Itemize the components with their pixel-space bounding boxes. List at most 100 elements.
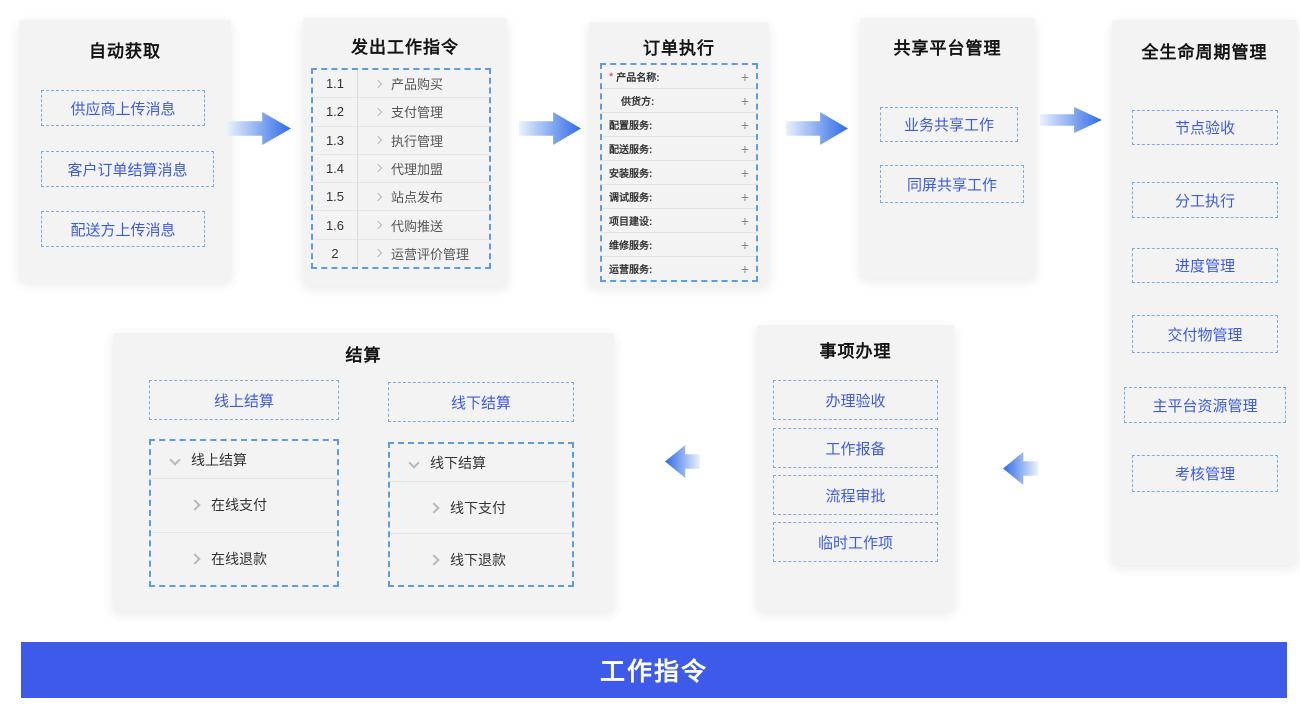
form-field-row: 调试服务: + (602, 185, 756, 209)
plus-icon[interactable]: + (740, 116, 749, 133)
row-label: 运营评价管理 (391, 246, 470, 262)
plus-icon[interactable]: + (740, 164, 749, 181)
form-field-row: 维修服务: + (602, 233, 756, 257)
panel-title-order-execution: 订单执行 (643, 39, 715, 58)
tree-node-online-settlement[interactable]: 线上结算 (151, 441, 337, 479)
chevron-right-icon (373, 249, 383, 258)
chevron-right-icon (373, 164, 383, 173)
row-label: 产品购买 (391, 77, 444, 93)
table-row[interactable]: 2 运营评价管理 (313, 239, 489, 267)
arrow-left-2 (1003, 452, 1038, 485)
button-supplier-upload-message[interactable]: 供应商上传消息 (41, 90, 205, 126)
panel-settlement: 结算 线上结算 线上结算 在线支付 在线退款 线下结算 线下结算 线下支付 线下… (113, 333, 614, 611)
panel-title-lifecycle: 全生命周期管理 (1141, 43, 1268, 62)
tree-node-label: 线上结算 (191, 451, 247, 468)
plus-icon[interactable]: + (740, 68, 749, 85)
chevron-right-icon (189, 553, 201, 565)
plus-icon[interactable]: + (740, 260, 749, 277)
tree-item-label: 在线退款 (211, 550, 267, 567)
button-offline-settlement[interactable]: 线下结算 (388, 382, 574, 422)
button-deliverer-upload-message[interactable]: 配送方上传消息 (41, 211, 205, 247)
panel-matters: 事项办理 办理验收 工作报备 流程审批 临时工作项 (757, 325, 954, 611)
tree-node-offline-settlement[interactable]: 线下结算 (390, 444, 572, 482)
plus-icon[interactable]: + (740, 212, 749, 229)
chevron-down-icon (169, 453, 181, 466)
table-row[interactable]: 1.3 执行管理 (313, 126, 489, 155)
row-label: 支付管理 (391, 105, 444, 121)
form-field-row: 供货方: + (602, 89, 756, 113)
tree-item-label: 在线支付 (211, 497, 267, 514)
chevron-right-icon (428, 501, 440, 514)
tree-item-online-refund[interactable]: 在线退款 (151, 533, 337, 586)
tree-item-offline-refund[interactable]: 线下退款 (390, 534, 572, 585)
table-row[interactable]: 1.4 代理加盟 (313, 154, 489, 184)
button-handle-acceptance[interactable]: 办理验收 (773, 380, 938, 420)
form-field-row: * 产品名称: + (602, 65, 756, 89)
button-business-share-work[interactable]: 业务共享工作 (880, 107, 1018, 142)
arrow-right-4 (1040, 107, 1102, 133)
work-order-table: 1.1 产品购买 1.2 支付管理 1.3 执行管理 1.4 代理加盟 1.5 … (311, 68, 491, 269)
row-number: 1.5 (313, 183, 358, 211)
panel-issue-orders: 发出工作指令 1.1 产品购买 1.2 支付管理 1.3 执行管理 1.4 代理… (303, 18, 507, 286)
row-number: 1.1 (313, 70, 358, 98)
row-number: 1.4 (313, 154, 358, 183)
button-customer-order-settle-message[interactable]: 客户订单结算消息 (41, 151, 214, 187)
order-form: * 产品名称: + 供货方: + 配置服务: + 配送服务: + 安装服务: +… (600, 63, 758, 282)
table-row[interactable]: 1.6 代购推送 (313, 211, 489, 240)
plus-icon[interactable]: + (740, 188, 749, 205)
field-label: 安装服务: (609, 169, 653, 180)
chevron-right-icon (373, 192, 383, 202)
field-label: 供货方: (621, 97, 655, 108)
panel-share-platform: 共享平台管理 业务共享工作 同屏共享工作 (860, 18, 1035, 278)
arrow-right-3 (786, 112, 848, 145)
row-number: 1.6 (313, 211, 358, 239)
row-number: 1.3 (313, 126, 358, 154)
plus-icon[interactable]: + (740, 140, 749, 157)
table-row[interactable]: 1.2 支付管理 (313, 98, 489, 127)
button-main-platform-resource-management[interactable]: 主平台资源管理 (1124, 387, 1286, 423)
chevron-right-icon (373, 135, 383, 145)
chevron-right-icon (373, 107, 383, 117)
offline-settlement-tree: 线下结算 线下支付 线下退款 (388, 442, 574, 587)
button-same-screen-share-work[interactable]: 同屏共享工作 (880, 165, 1024, 203)
tree-item-online-payment[interactable]: 在线支付 (151, 479, 337, 533)
tree-item-offline-payment[interactable]: 线下支付 (390, 482, 572, 534)
plus-icon[interactable]: + (740, 236, 749, 253)
table-row[interactable]: 1.5 站点发布 (313, 183, 489, 212)
panel-title-matters: 事项办理 (819, 342, 892, 361)
banner-label: 工作指令 (599, 658, 708, 686)
button-deliverable-management[interactable]: 交付物管理 (1132, 315, 1278, 353)
button-node-acceptance[interactable]: 节点验收 (1132, 110, 1278, 145)
button-temporary-work-item[interactable]: 临时工作项 (773, 522, 938, 562)
tree-node-label: 线下结算 (430, 454, 486, 471)
online-settlement-tree: 线上结算 在线支付 在线退款 (149, 439, 339, 587)
form-field-row: 项目建设: + (602, 209, 756, 233)
plus-icon[interactable]: + (740, 92, 749, 109)
panel-title-settlement: 结算 (345, 346, 382, 365)
tree-item-label: 线下支付 (450, 499, 506, 516)
panel-order-execution: 订单执行 * 产品名称: + 供货方: + 配置服务: + 配送服务: + 安装… (589, 22, 769, 286)
button-division-execution[interactable]: 分工执行 (1132, 182, 1278, 218)
table-row[interactable]: 1.1 产品购买 (313, 70, 489, 99)
form-field-row: 配送服务: + (602, 137, 756, 161)
row-number: 2 (313, 239, 358, 267)
row-label: 站点发布 (391, 190, 444, 206)
field-label: 配置服务: (609, 121, 653, 132)
button-online-settlement[interactable]: 线上结算 (149, 380, 339, 420)
row-number: 1.2 (313, 98, 358, 126)
button-progress-management[interactable]: 进度管理 (1132, 248, 1278, 283)
button-work-report[interactable]: 工作报备 (773, 428, 938, 468)
form-field-row: 配置服务: + (602, 113, 756, 137)
button-assessment-management[interactable]: 考核管理 (1132, 455, 1278, 492)
field-label: 配送服务: (609, 145, 653, 156)
button-process-approval[interactable]: 流程审批 (773, 475, 938, 515)
row-label: 代理加盟 (391, 161, 444, 177)
panel-title-auto-acquire: 自动获取 (89, 42, 161, 61)
chevron-down-icon (408, 456, 420, 469)
arrow-left-1 (665, 445, 700, 478)
arrow-right-2 (519, 112, 581, 145)
chevron-right-icon (373, 220, 383, 230)
field-label: 运营服务: (609, 265, 653, 276)
form-field-row: 运营服务: + (602, 257, 756, 280)
field-label: 调试服务: (609, 193, 653, 204)
